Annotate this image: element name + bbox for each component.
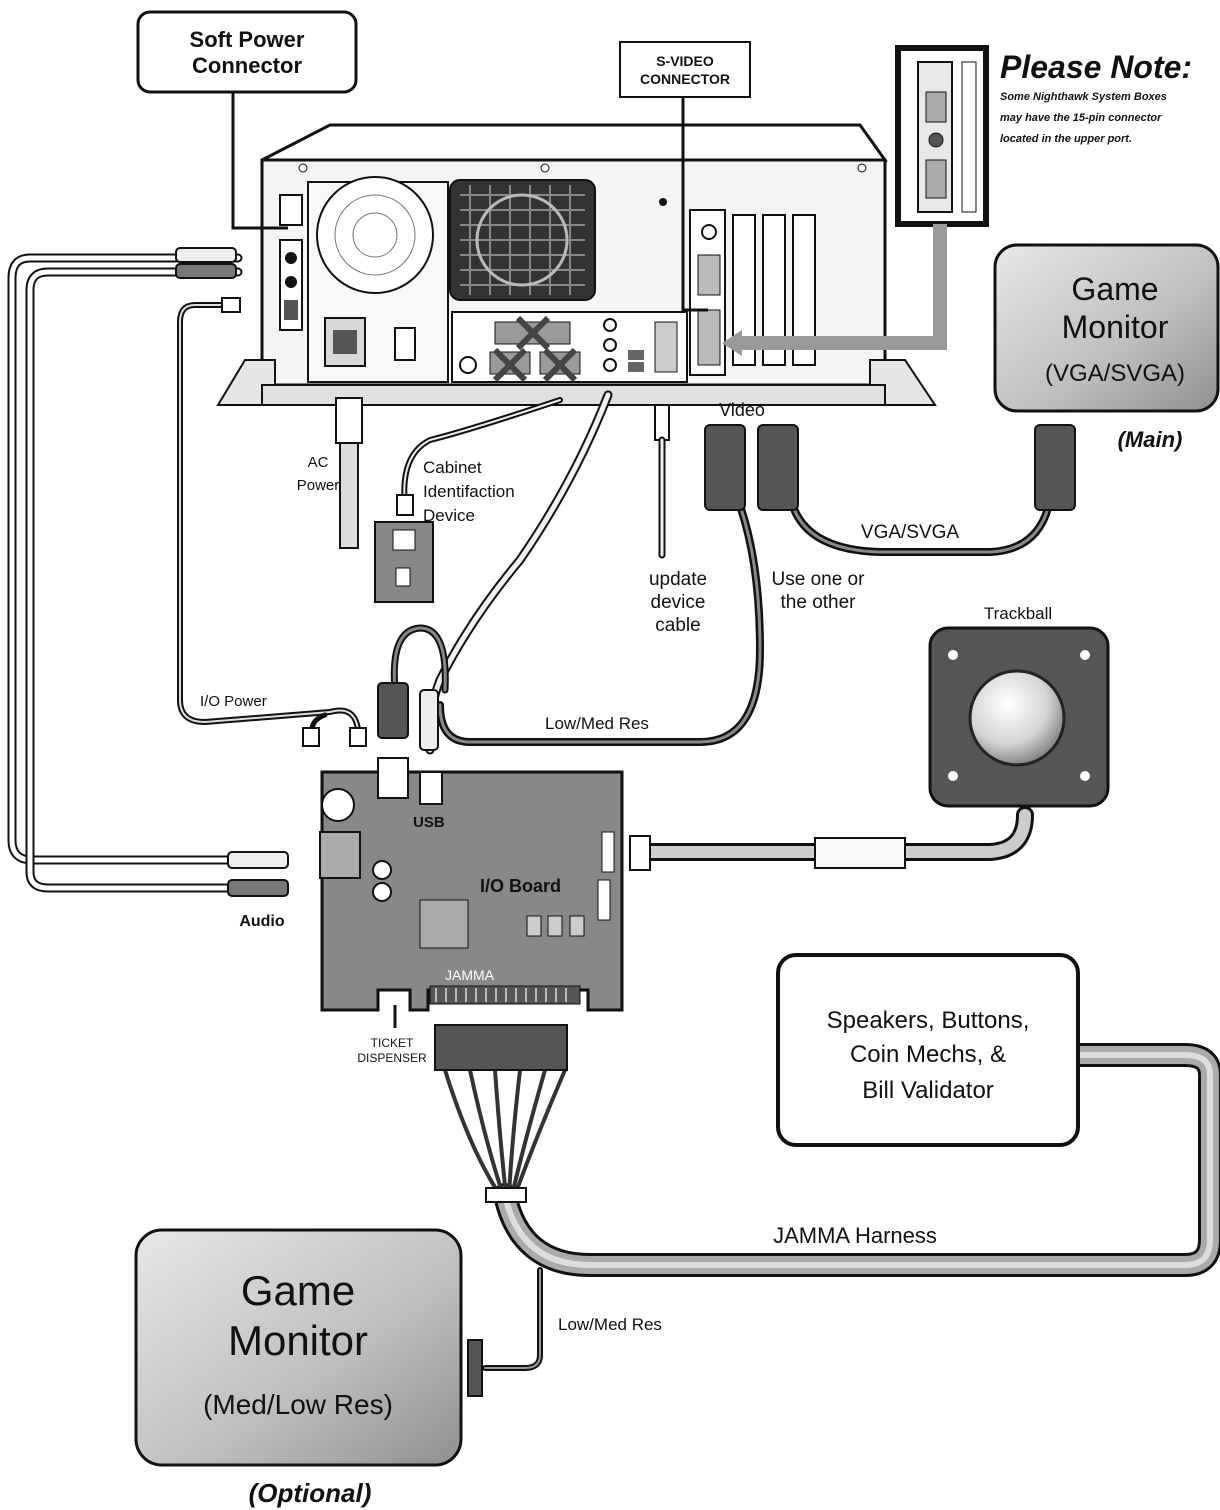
system-box — [216, 123, 937, 406]
low-med-res-bottom-label: Low/Med Res — [558, 1315, 662, 1334]
cabinet-id-label-2: Identifaction — [423, 482, 515, 501]
ac-power-label-1: AC — [308, 454, 329, 471]
s-video-label-1: S-VIDEO — [656, 53, 714, 69]
io-board-label: I/O Board — [480, 876, 561, 896]
optional-monitor-title-1: Game — [241, 1267, 355, 1314]
please-note-line-3: located in the upper port. — [1000, 133, 1132, 145]
soft-power-label-2: Connector — [192, 53, 302, 78]
game-monitor-main: Game Monitor (VGA/SVGA) (Main) — [993, 243, 1220, 452]
please-note-line-1: Some Nighthawk System Boxes — [1000, 91, 1167, 103]
soft-power-callout: Soft Power Connector — [136, 10, 358, 230]
ticket-label-1: TICKET — [371, 1036, 414, 1050]
peripherals-line-2: Coin Mechs, & — [850, 1041, 1006, 1068]
main-monitor-title-1: Game — [1071, 271, 1158, 307]
trackball: Trackball — [928, 604, 1110, 808]
update-cable-label-1: update — [649, 569, 707, 590]
trackball-label: Trackball — [984, 604, 1052, 623]
main-monitor-subtitle: (VGA/SVGA) — [1045, 360, 1185, 387]
ticket-label-2: DISPENSER — [357, 1051, 427, 1065]
main-monitor-caption: (Main) — [1118, 427, 1183, 452]
ac-power-label-2: Power — [297, 477, 340, 494]
soft-power-label-1: Soft Power — [190, 27, 305, 52]
s-video-callout: S-VIDEO CONNECTOR — [619, 41, 751, 312]
audio-label: Audio — [239, 913, 285, 930]
optional-monitor-caption: (Optional) — [249, 1478, 372, 1508]
jamma-label: JAMMA — [445, 967, 495, 983]
peripherals-line-1: Speakers, Buttons, — [827, 1007, 1030, 1034]
optional-monitor-subtitle: (Med/Low Res) — [203, 1389, 393, 1420]
low-med-res-top-label: Low/Med Res — [545, 714, 649, 733]
usb-label: USB — [413, 814, 445, 831]
use-one-label-1: Use one or — [772, 569, 866, 590]
game-monitor-optional: Game Monitor (Med/Low Res) (Optional) — [134, 1228, 463, 1508]
main-monitor-title-2: Monitor — [1062, 309, 1169, 345]
io-board: USB I/O Board JAMMA — [319, 757, 624, 1071]
connectors — [175, 247, 1076, 1203]
update-cable-label-2: device — [651, 592, 706, 613]
please-note-line-2: may have the 15-pin connector — [1000, 112, 1162, 124]
s-video-label-2: CONNECTOR — [640, 71, 730, 87]
optional-monitor-title-2: Monitor — [228, 1317, 368, 1364]
peripherals-box: Speakers, Buttons, Coin Mechs, & Bill Va… — [776, 953, 1080, 1147]
update-cable-label-3: cable — [655, 615, 700, 636]
io-power-label: I/O Power — [200, 693, 267, 710]
vga-svga-label: VGA/SVGA — [861, 522, 960, 543]
please-note-callout: Please Note: Some Nighthawk System Boxes… — [722, 45, 1192, 356]
use-one-label-2: the other — [781, 592, 857, 613]
please-note-title: Please Note: — [1000, 49, 1192, 85]
video-label: Video — [719, 400, 765, 420]
peripherals-line-3: Bill Validator — [862, 1077, 994, 1104]
labels: AC Power Cabinet Identifaction Device up… — [200, 400, 959, 1334]
cabinet-id-device — [374, 521, 434, 603]
cabinet-id-label-1: Cabinet — [423, 458, 482, 477]
cabinet-id-label-3: Device — [423, 506, 475, 525]
jamma-harness-label: JAMMA Harness — [773, 1223, 937, 1248]
cables — [7, 253, 1220, 1397]
